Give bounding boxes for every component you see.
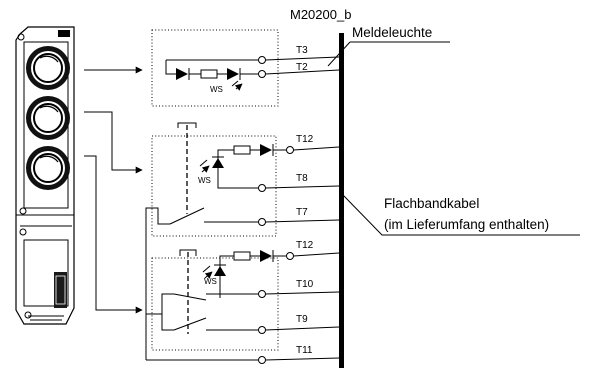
terminal-t2 <box>258 70 266 78</box>
push-button-2 <box>26 146 70 190</box>
terminal-t3 <box>258 56 266 64</box>
led-icon <box>260 250 272 262</box>
arrow-button2-icon <box>84 155 143 314</box>
push-button-2-circuit: T12 WS T10 T9 <box>146 240 340 351</box>
terminal-label-t12-b: T12 <box>296 240 314 251</box>
led-icon <box>227 68 239 80</box>
push-button-1 <box>26 96 70 140</box>
screw-hole-icon <box>19 207 27 215</box>
arrow-button1-icon <box>84 111 143 174</box>
led-label-indicator: WS <box>210 85 223 94</box>
ribbon-cable <box>339 33 344 368</box>
screw-hole-icon <box>19 228 27 236</box>
terminal-label-t11: T11 <box>296 345 313 356</box>
ribbon-cable-leader <box>342 194 580 236</box>
screw-hole-icon <box>17 33 25 41</box>
terminal-t10 <box>258 290 266 298</box>
terminal-t8 <box>258 184 266 192</box>
logo-mark-icon <box>58 30 70 37</box>
terminal-label-t10: T10 <box>296 279 314 290</box>
resistor-icon <box>200 69 218 79</box>
terminal-label-t7: T7 <box>296 207 308 218</box>
led-icon <box>214 266 226 276</box>
indicator-light-circuit: T3 T2 WS <box>151 29 340 107</box>
ribbon-cable-label-1: Flachbandkabel <box>384 196 479 211</box>
switch-contact-icon <box>173 293 207 301</box>
led-label-button1: WS <box>198 176 211 185</box>
terminal-label-t12-a: T12 <box>296 134 314 145</box>
terminal-label-t9: T9 <box>296 314 308 325</box>
nameplate-icon <box>54 272 67 308</box>
indicator-light-leader <box>327 41 450 67</box>
screw-hole-icon <box>24 311 32 319</box>
indicator-light-label: Meldeleuchte <box>352 25 432 40</box>
terminal-t11 <box>258 356 266 364</box>
control-unit <box>15 26 75 325</box>
push-button-1-circuit: T12 WS T8 T7 <box>145 122 340 360</box>
led-label-button2: WS <box>204 277 217 286</box>
terminal-label-t2: T2 <box>296 62 308 73</box>
switch-contact-icon <box>173 317 207 331</box>
terminal-label-t3: T3 <box>296 45 308 56</box>
led-icon <box>260 144 272 156</box>
terminal-label-t8: T8 <box>296 173 308 184</box>
indicator-light-button <box>26 46 70 90</box>
terminal-t12-b <box>286 252 294 260</box>
ribbon-cable-label-2: (im Lieferumfang enthalten) <box>384 217 549 232</box>
led-icon <box>212 158 224 168</box>
common-t11-circuit: T11 <box>146 345 340 364</box>
terminal-t9 <box>258 326 266 334</box>
switch-contact-icon <box>169 207 205 225</box>
terminal-t7 <box>258 218 266 226</box>
figure-id: M20200_b <box>290 7 351 22</box>
terminal-t12-a <box>286 146 294 154</box>
